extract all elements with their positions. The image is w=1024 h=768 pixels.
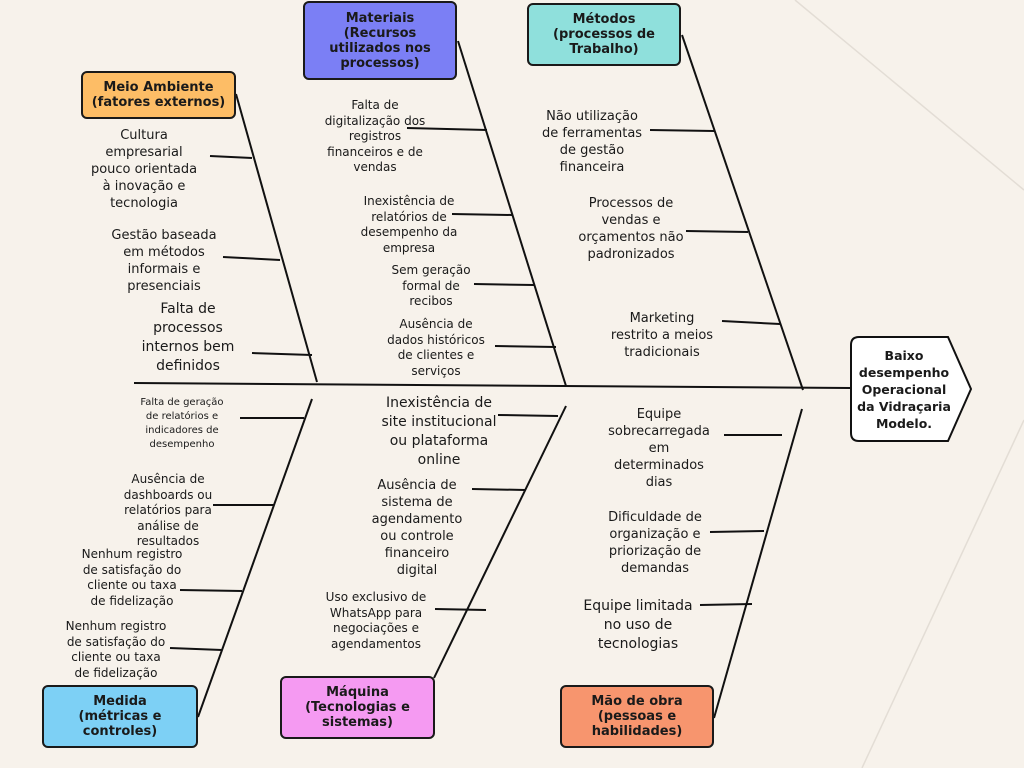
cause-mao-de-obra-1: Equipe sobrecarregada em determinados di… — [608, 407, 710, 490]
cause-medida-2: Ausência de dashboards ou relatórios par… — [123, 472, 213, 548]
category-mao-de-obra-title: Mão de obra — [591, 694, 683, 709]
cause-meio-ambiente-1: Cultura empresarial pouco orientada à in… — [90, 128, 198, 211]
cause-ticks — [169, 127, 782, 651]
cause-metodos-2: Processos de vendas e orçamentos não pad… — [578, 196, 684, 262]
cause-meio-ambiente-3: Falta de processos internos bem definido… — [141, 301, 235, 374]
cause-materiais-4: Ausência de dados históricos de clientes… — [387, 317, 485, 378]
cause-materiais-2: Inexistência de relatórios de desempenho… — [360, 194, 458, 255]
category-maquina: Máquina (Tecnologias e sistemas) — [280, 676, 435, 739]
category-maquina-subtitle: (Tecnologias e sistemas) — [305, 700, 410, 730]
background-decoration — [794, 0, 1024, 768]
cause-maquina-3: Uso exclusivo de WhatsApp para negociaçõ… — [325, 590, 427, 651]
bone-metodos — [681, 34, 804, 391]
spine — [133, 382, 851, 389]
category-maquina-title: Máquina — [326, 685, 389, 700]
effect-text: Baixo desempenho Operacional da Vidraçar… — [857, 347, 951, 431]
category-metodos-title: Métodos — [572, 12, 636, 27]
bone-mao-de-obra — [713, 408, 803, 719]
category-mao-de-obra: Mão de obra (pessoas e habilidades) — [560, 685, 714, 748]
category-materiais: Materiais (Recursos utilizados nos proce… — [303, 1, 457, 80]
cause-medida-4: Nenhum registro de satisfação do cliente… — [65, 619, 167, 680]
cause-medida-1: Falta de geração de relatórios e indicad… — [140, 397, 224, 450]
cause-meio-ambiente-2: Gestão baseada em métodos informais e pr… — [111, 228, 217, 294]
category-mao-de-obra-subtitle: (pessoas e habilidades) — [591, 709, 683, 739]
effect-box-shape — [850, 336, 973, 442]
cause-mao-de-obra-2: Dificuldade de organização e priorização… — [608, 510, 702, 576]
category-metodos-subtitle: (processos de Trabalho) — [553, 27, 655, 57]
category-meio-ambiente-subtitle: (fatores externos) — [91, 95, 226, 110]
bone-medida — [197, 398, 313, 718]
category-meio-ambiente: Meio Ambiente (fatores externos) — [81, 71, 236, 119]
category-medida: Medida (métricas e controles) — [42, 685, 198, 748]
category-medida-subtitle: (métricas e controles) — [78, 709, 162, 739]
cause-medida-3: Nenhum registro de satisfação do cliente… — [81, 547, 183, 608]
category-meio-ambiente-title: Meio Ambiente — [103, 80, 214, 95]
bone-meio-ambiente — [235, 93, 318, 383]
cause-metodos-3: Marketing restrito a meios tradicionais — [610, 311, 714, 360]
effect-box: Baixo desempenho Operacional da Vidraçar… — [851, 337, 973, 441]
cause-materiais-3: Sem geração formal de recibos — [391, 263, 471, 308]
category-materiais-title: Materiais — [345, 10, 415, 26]
bone-maquina — [433, 405, 567, 679]
cause-metodos-1: Não utilização de ferramentas de gestão … — [541, 109, 643, 175]
category-medida-title: Medida — [93, 694, 147, 709]
cause-maquina-2: Ausência de sistema de agendamento ou co… — [371, 478, 463, 578]
cause-maquina-1: Inexistência de site institucional ou pl… — [381, 395, 497, 468]
cause-materiais-1: Falta de digitalização dos registros fin… — [324, 98, 426, 174]
bone-materiais — [457, 40, 567, 387]
cause-mao-de-obra-3: Equipe limitada no uso de tecnologias — [583, 598, 693, 652]
category-metodos: Métodos (processos de Trabalho) — [527, 3, 681, 66]
category-materiais-subtitle: (Recursos utilizados nos processos) — [329, 25, 431, 71]
